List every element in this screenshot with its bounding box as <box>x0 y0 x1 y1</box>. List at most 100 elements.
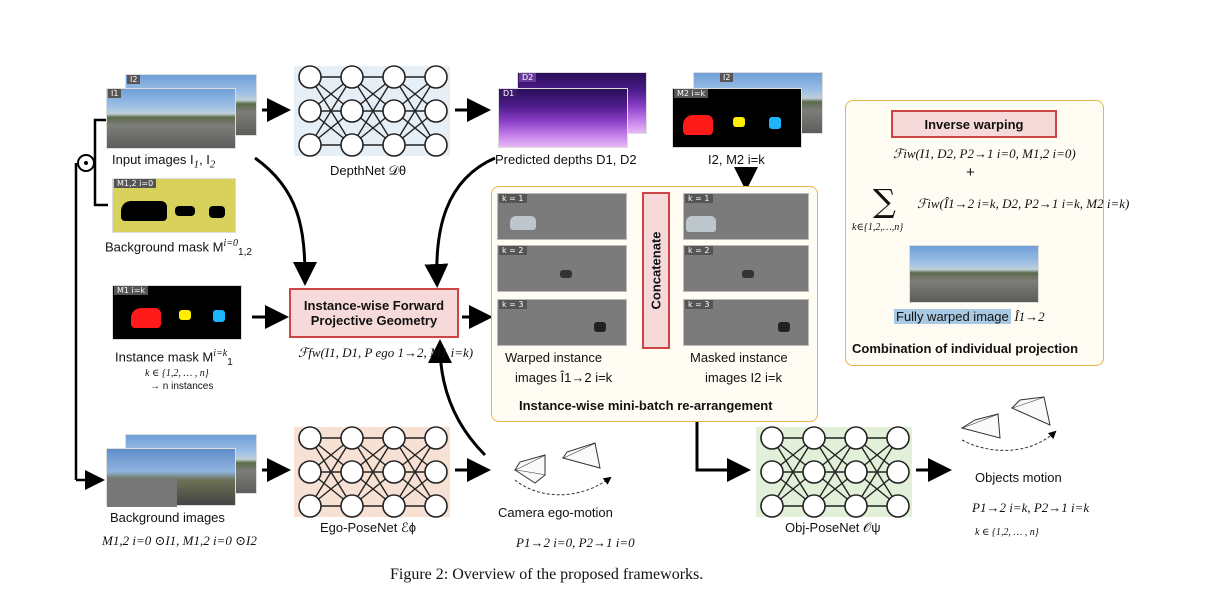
instance-range: k ∈ {1,2, … , n} <box>145 368 209 379</box>
net-node <box>424 460 448 484</box>
net-node <box>298 99 322 123</box>
warped-k3-tag: k = 3 <box>499 300 527 309</box>
tag-inst-mask: M1 i=k <box>114 286 149 295</box>
net-node <box>760 494 784 518</box>
net-edge <box>393 437 437 507</box>
net-node <box>424 99 448 123</box>
net-node <box>298 426 322 450</box>
net-node <box>340 65 364 89</box>
net-node <box>298 133 322 157</box>
net-node <box>382 133 406 157</box>
inverse-formula-2: ℱiw(Î1→2 i=k, D2, P2→1 i=k, M2 i=k) <box>917 196 1130 211</box>
instance-mask-label: Instance mask Mi=k1 <box>115 348 233 368</box>
plus-sign: + <box>966 164 975 181</box>
camera-ego-formula: P1→2 i=0, P2→1 i=0 <box>516 535 635 550</box>
objects-motion-label: Objects motion <box>975 470 1062 485</box>
left-bracket <box>74 118 108 490</box>
net-node <box>424 426 448 450</box>
background-images-formula: M1,2 i=0 ⊙I1, M1,2 i=0 ⊙I2 <box>102 533 257 548</box>
net-node <box>424 133 448 157</box>
masked-label-2: images I2 i=k <box>705 370 782 385</box>
net-node <box>382 99 406 123</box>
net-node <box>298 65 322 89</box>
depth-map-front <box>498 88 628 148</box>
concatenate-box: Concatenate <box>642 192 670 349</box>
net-edge <box>855 437 899 507</box>
warped-k1-tag: k = 1 <box>499 194 527 203</box>
net-node <box>886 426 910 450</box>
camera-ego-motion-icon <box>513 442 612 496</box>
net-node <box>424 65 448 89</box>
forward-formula: ℱfw(I1, D1, P ego 1→2, M1 i=k) <box>298 345 474 360</box>
depthnet-graph <box>294 65 450 157</box>
net-edge <box>351 76 395 146</box>
fully-warped-image <box>909 245 1039 303</box>
masked-label-1: Masked instance <box>690 350 788 365</box>
warped-label-1: Warped instance <box>505 350 603 365</box>
warped-label-2: images Î1→2 i=k <box>515 370 613 385</box>
net-node <box>886 460 910 484</box>
net-edge <box>309 437 353 507</box>
net-node <box>298 494 322 518</box>
inverse-formula-1: ℱiw(I1, D2, P2→1 i=0, M1,2 i=0) <box>893 146 1076 161</box>
net-node <box>298 460 322 484</box>
objects-motion-formula: P1→2 i=k, P2→1 i=k <box>972 500 1090 515</box>
objects-motion-range: k ∈ {1,2, … , n} <box>975 527 1039 538</box>
net-node <box>760 460 784 484</box>
net-edge <box>771 437 815 507</box>
obj-posenet-label: Obj-PoseNet 𝒪ψ <box>785 520 881 535</box>
input-image-front <box>106 88 236 149</box>
warped-k1 <box>497 193 627 240</box>
ego-posenet-label: Ego-PoseNet ℰϕ <box>320 520 417 535</box>
instance-count: → n instances <box>150 381 214 392</box>
warped-k2 <box>497 245 627 292</box>
tag-d1: D1 <box>500 89 518 98</box>
tag-bg-mask: M1,2 i=0 <box>114 179 157 188</box>
net-edge <box>393 76 437 146</box>
depthnet-label: DepthNet 𝒟θ <box>330 163 407 178</box>
forward-projection-box: Instance-wise Forward Projective Geometr… <box>289 288 459 338</box>
combination-panel <box>845 100 1104 366</box>
net-node <box>802 460 826 484</box>
background-mask-label: Background mask Mi=01,2 <box>105 238 252 258</box>
figure-caption: Figure 2: Overview of the proposed frame… <box>390 566 704 583</box>
obj-posenet-graph <box>756 426 912 518</box>
net-node <box>340 99 364 123</box>
camera-ego-label: Camera ego-motion <box>498 505 613 520</box>
masked-k2-tag: k = 2 <box>685 246 713 255</box>
net-node <box>424 494 448 518</box>
i2-m2-label: I2, M2 i=k <box>708 152 765 167</box>
input-images-label: Input images I1, I2 <box>112 152 216 171</box>
net-edge <box>351 437 395 507</box>
net-node <box>382 460 406 484</box>
net-node <box>802 494 826 518</box>
net-node <box>382 426 406 450</box>
net-node <box>382 494 406 518</box>
predicted-depths-label: Predicted depths D1, D2 <box>495 152 637 167</box>
ego-posenet-graph <box>294 426 450 518</box>
background-images-label: Background images <box>110 510 225 525</box>
m2-mask-image <box>672 88 802 148</box>
net-node <box>760 426 784 450</box>
net-node <box>802 426 826 450</box>
tag-i1: I1 <box>108 89 122 98</box>
net-edge <box>813 437 857 507</box>
net-node <box>382 65 406 89</box>
net-node <box>340 494 364 518</box>
warped-k2-tag: k = 2 <box>499 246 527 255</box>
inverse-warping-box: Inverse warping <box>891 110 1057 138</box>
masked-k1-tag: k = 1 <box>685 194 713 203</box>
net-node <box>844 426 868 450</box>
objects-motion-icon <box>960 396 1057 451</box>
sum-symbol: ∑ <box>873 182 896 220</box>
tag-m2: M2 i=k <box>674 89 709 98</box>
mini-batch-title: Instance-wise mini-batch re-arrangement <box>519 398 773 413</box>
tag-i2-right: I2 <box>720 73 734 82</box>
tag-d2: D2 <box>519 73 537 82</box>
masked-k3-tag: k = 3 <box>685 300 713 309</box>
combination-title: Combination of individual projection <box>852 341 1079 356</box>
net-node <box>340 460 364 484</box>
net-node <box>844 460 868 484</box>
sum-range: k∈{1,2,…,n} <box>852 222 904 233</box>
fully-warped-label: Fully warped image Î1→2 <box>894 309 1045 324</box>
